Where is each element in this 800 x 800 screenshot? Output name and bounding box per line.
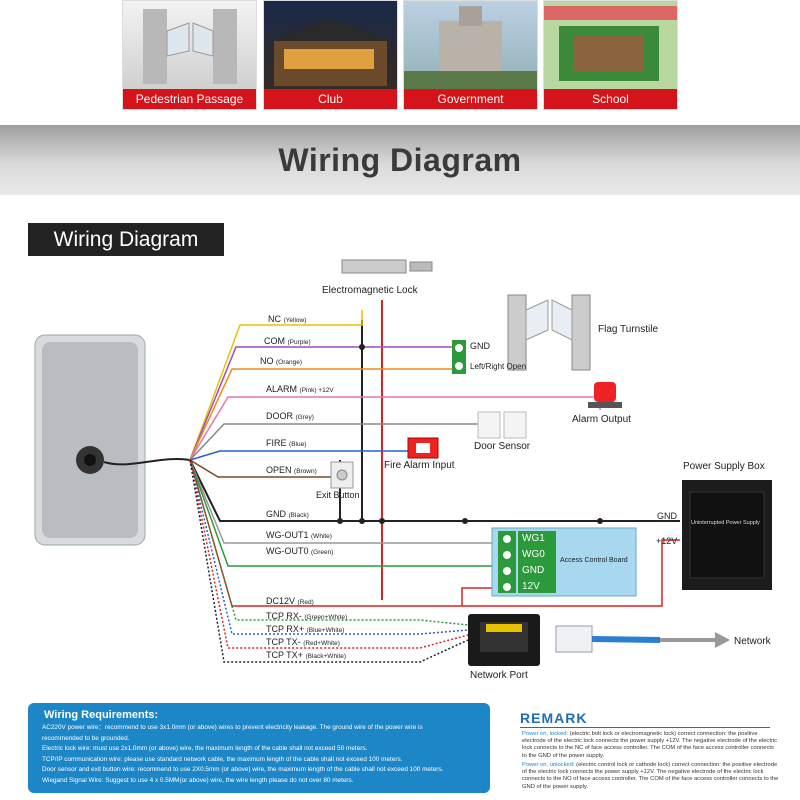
wire-label: ALARM (Pink) +12V <box>266 384 334 394</box>
network-port <box>468 614 540 666</box>
application-caption: Pedestrian Passage <box>123 89 256 109</box>
turnstile-image <box>143 9 237 84</box>
access-control-board-label: Access Control Board <box>560 557 628 564</box>
network-port-label: Network Port <box>470 670 528 681</box>
requirements-list: AC220V power wire：recommend to use 3x1.0… <box>42 723 482 787</box>
terminal-gnd: GND <box>522 565 545 576</box>
terminal-wg1: WG1 <box>522 533 545 544</box>
remark-paragraph: Power on, locked: (electric bolt lock or… <box>522 731 778 759</box>
door-sensor-label: Door Sensor <box>474 441 531 452</box>
ups-label: Uninterrupted Power Supply <box>691 520 760 526</box>
turnstile-terminal <box>452 340 466 374</box>
wire-label: TCP RX+ (Blue+White) <box>266 624 345 634</box>
fire-alarm-input-label: Fire Alarm Input <box>384 460 455 471</box>
power-12v-label: +12V <box>656 536 678 546</box>
wire-label: COM (Purple) <box>264 336 311 346</box>
application-thumb-government: Government <box>403 0 538 110</box>
application-thumb-school: School <box>543 0 678 110</box>
terminal-12v: 12V <box>522 581 540 592</box>
wire-label: WG-OUT1 (White) <box>266 530 332 540</box>
wire-label: OPEN (Brown) <box>266 465 317 475</box>
exit-button <box>330 461 354 489</box>
exit-button-label: Exit Button <box>316 490 360 500</box>
application-thumb-club: Club <box>263 0 398 110</box>
access-control-board <box>491 527 637 597</box>
network-label: Network <box>734 636 771 647</box>
requirement-item: TCP/IP communication wire: please use st… <box>42 755 403 763</box>
wire-label: TCP TX- (Red+White) <box>266 637 340 647</box>
power-supply-box <box>682 480 772 590</box>
application-caption: Club <box>264 89 397 109</box>
flag-turnstile-label: Flag Turnstile <box>598 324 659 335</box>
wiring-requirements: Wiring Requirements: AC220V power wire：r… <box>28 703 490 793</box>
requirements-title: Wiring Requirements: <box>44 709 159 721</box>
application-strip: Pedestrian Passage Club Government Schoo… <box>0 0 800 125</box>
club-image <box>269 19 392 86</box>
banner-title: Wiring Diagram <box>278 142 522 178</box>
network-connector <box>555 625 730 653</box>
remark-divider <box>520 727 770 728</box>
wire-label: NO (Orange) <box>260 356 303 366</box>
power-gnd-label: GND <box>657 511 677 521</box>
fire-alarm <box>407 437 439 459</box>
left-right-open-label: Left/Right Open <box>470 362 527 371</box>
alarm-light <box>588 382 622 408</box>
wire-label: NC (Yellow) <box>268 314 307 324</box>
turnstile-gnd-label: GND <box>470 341 490 351</box>
requirement-item: Wiegand Signal Wire: Suggest to use 4 x … <box>42 776 354 784</box>
wire-label: TCP RX- (Green+White) <box>266 611 348 621</box>
requirement-item: Door sensor and exit button wire: recomm… <box>42 766 444 774</box>
terminal-wg0: WG0 <box>522 549 545 560</box>
government-image <box>404 6 537 91</box>
remark-paragraph: Power on, unlocked: (electric control lo… <box>522 762 779 790</box>
flag-turnstile <box>507 294 591 371</box>
power-supply-box-label: Power Supply Box <box>683 461 765 472</box>
remark-title: REMARK <box>520 710 588 726</box>
application-caption: Government <box>404 89 537 109</box>
application-caption: School <box>544 89 677 109</box>
controller-wires <box>189 310 680 663</box>
wire-label: FIRE (Blue) <box>266 438 307 448</box>
requirement-item: Electric lock wire: must use 2x1.0mm (or… <box>42 745 368 753</box>
wire-label: TCP TX+ (Black+White) <box>266 650 347 660</box>
alarm-output-label: Alarm Output <box>572 414 631 425</box>
requirement-item: AC220V power wire：recommend to use 3x1.0… <box>42 724 423 731</box>
wire-label: DOOR (Grey) <box>266 411 314 421</box>
title-band <box>0 125 800 195</box>
wire-label: DC12V (Red) <box>266 596 314 606</box>
requirement-item: recommended to be grounded. <box>42 734 130 742</box>
wire-label: WG-OUT0 (Green) <box>266 546 334 556</box>
application-thumb-pedestrian: Pedestrian Passage <box>122 0 257 110</box>
electromagnetic-lock-label: Electromagnetic Lock <box>322 285 418 296</box>
school-image <box>544 6 677 81</box>
junction-dots <box>337 344 603 524</box>
door-sensor <box>477 411 527 439</box>
section-title: Wiring Diagram <box>28 223 224 256</box>
face-access-controller <box>34 334 191 546</box>
wire-label: GND (Black) <box>266 509 309 519</box>
electromagnetic-lock <box>341 259 433 274</box>
